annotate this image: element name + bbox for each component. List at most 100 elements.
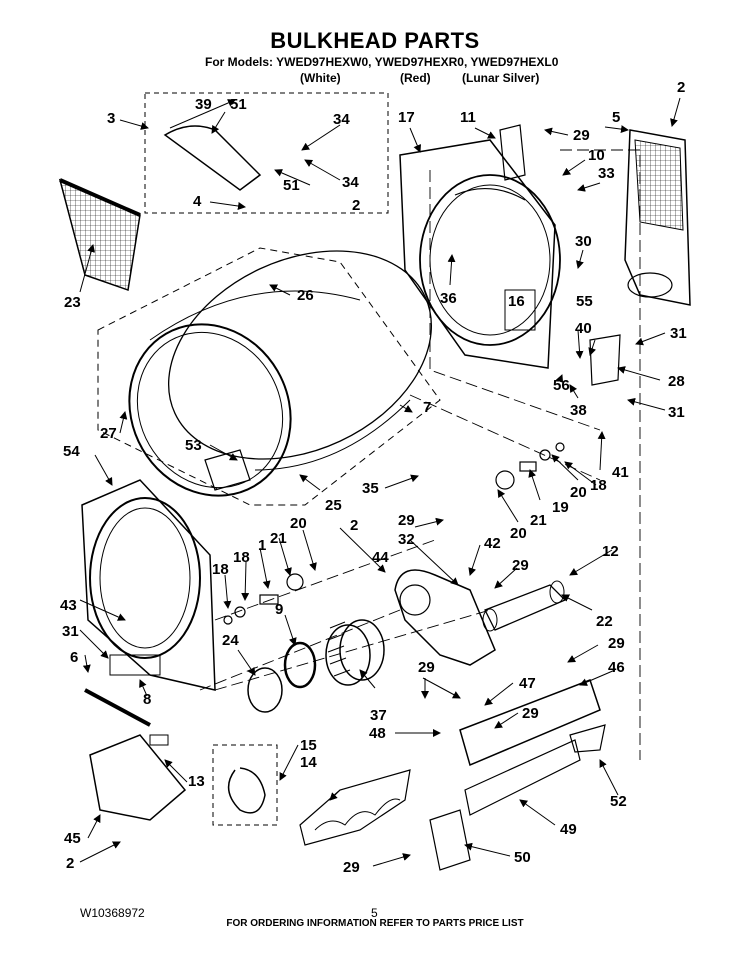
upper-parts — [163, 124, 621, 814]
callout: 35 — [362, 480, 379, 497]
callout: 13 — [188, 773, 205, 790]
callout: 6 — [70, 649, 78, 666]
callout: 40 — [575, 320, 592, 337]
callout: 49 — [560, 821, 577, 838]
callout: 43 — [60, 597, 77, 614]
group-outlines — [144, 92, 389, 826]
callout: 18 — [212, 561, 229, 578]
heater-duct — [459, 679, 606, 816]
callout: 29 — [512, 557, 529, 574]
variant-red: (Red) — [400, 71, 431, 85]
connector-lines — [199, 149, 641, 760]
callout: 3 — [107, 110, 115, 127]
callout: 47 — [519, 675, 536, 692]
callout: 7 — [423, 399, 431, 416]
callout: 42 — [484, 535, 501, 552]
callout: 38 — [570, 402, 587, 419]
callout: 21 — [270, 530, 287, 547]
callout: 32 — [398, 531, 415, 548]
callout: 27 — [100, 425, 117, 442]
callout: 39 — [195, 96, 212, 113]
callout: 31 — [62, 623, 79, 640]
callout: 25 — [325, 497, 342, 514]
callout: 24 — [222, 632, 239, 649]
lint-filter — [58, 178, 141, 292]
variant-lunar-silver: (Lunar Silver) — [462, 71, 540, 85]
callout: 46 — [608, 659, 625, 676]
callout: 17 — [398, 109, 415, 126]
callout: 51 — [283, 177, 300, 194]
callout: 54 — [63, 443, 80, 460]
callout: 8 — [143, 691, 151, 708]
callout: 44 — [372, 549, 389, 566]
callout: 55 — [576, 293, 593, 310]
callout: 2 — [66, 855, 74, 872]
callout: 36 — [440, 290, 457, 307]
document-number: W10368972 — [80, 906, 145, 920]
front-bulkhead — [81, 479, 216, 691]
callout: 20 — [570, 484, 587, 501]
callout: 29 — [573, 127, 590, 144]
shaft-parts — [223, 442, 565, 625]
callout: 48 — [369, 725, 386, 742]
callout: 20 — [290, 515, 307, 532]
blower-wheel — [325, 619, 385, 686]
rear-bulkhead — [399, 139, 561, 369]
callout: 9 — [275, 601, 283, 618]
heater-element — [299, 769, 411, 846]
callout: 20 — [510, 525, 527, 542]
callout-labels: 3 39 51 34 51 34 4 17 11 29 10 33 5 2 30… — [60, 79, 687, 876]
callout: 18 — [233, 549, 250, 566]
callout: 53 — [185, 437, 202, 454]
leader-lines — [79, 97, 681, 867]
callout: 18 — [590, 477, 607, 494]
callout: 22 — [596, 613, 613, 630]
callout: 34 — [342, 174, 359, 191]
callout: 21 — [530, 512, 547, 529]
callout: 11 — [460, 109, 476, 126]
callout: 12 — [602, 543, 619, 560]
callout: 28 — [668, 373, 685, 390]
seals — [247, 641, 317, 713]
callout: 4 — [193, 193, 202, 210]
callout: 23 — [64, 294, 81, 311]
heater-duct-panel — [624, 129, 691, 306]
callout: 29 — [398, 512, 415, 529]
brackets — [84, 688, 471, 871]
callout: 41 — [612, 464, 629, 481]
model-list: For Models: YWED97HEXW0, YWED97HEXR0, YW… — [205, 55, 559, 69]
callout: 2 — [352, 197, 360, 214]
callout: 56 — [553, 377, 570, 394]
callout: 29 — [418, 659, 435, 676]
ordering-note: FOR ORDERING INFORMATION REFER TO PARTS … — [226, 918, 524, 929]
callout: 29 — [343, 859, 360, 876]
callout: 33 — [598, 165, 615, 182]
callout: 34 — [333, 111, 350, 128]
callout: 37 — [370, 707, 387, 724]
callout: 1 — [258, 537, 266, 554]
variant-white: (White) — [300, 71, 341, 85]
callout: 31 — [670, 325, 687, 342]
callout: 29 — [522, 705, 539, 722]
callout: 26 — [297, 287, 314, 304]
callout: 52 — [610, 793, 627, 810]
drum — [97, 247, 441, 506]
callout: 2 — [677, 79, 685, 96]
callout: 29 — [608, 635, 625, 652]
callout: 14 — [300, 754, 317, 771]
page-title: BULKHEAD PARTS — [270, 28, 480, 53]
callout: 10 — [588, 147, 605, 164]
callout: 51 — [230, 96, 247, 113]
page-number: 5 — [371, 906, 378, 920]
callout: 30 — [575, 233, 592, 250]
callout: 50 — [514, 849, 531, 866]
callout: 31 — [668, 404, 685, 421]
callout: 45 — [64, 830, 81, 847]
callout: 19 — [552, 499, 569, 516]
callout: 16 — [508, 293, 525, 310]
blower-housing — [394, 569, 567, 666]
callout: 5 — [612, 109, 620, 126]
callout: 2 — [350, 517, 358, 534]
callout: 15 — [300, 737, 317, 754]
